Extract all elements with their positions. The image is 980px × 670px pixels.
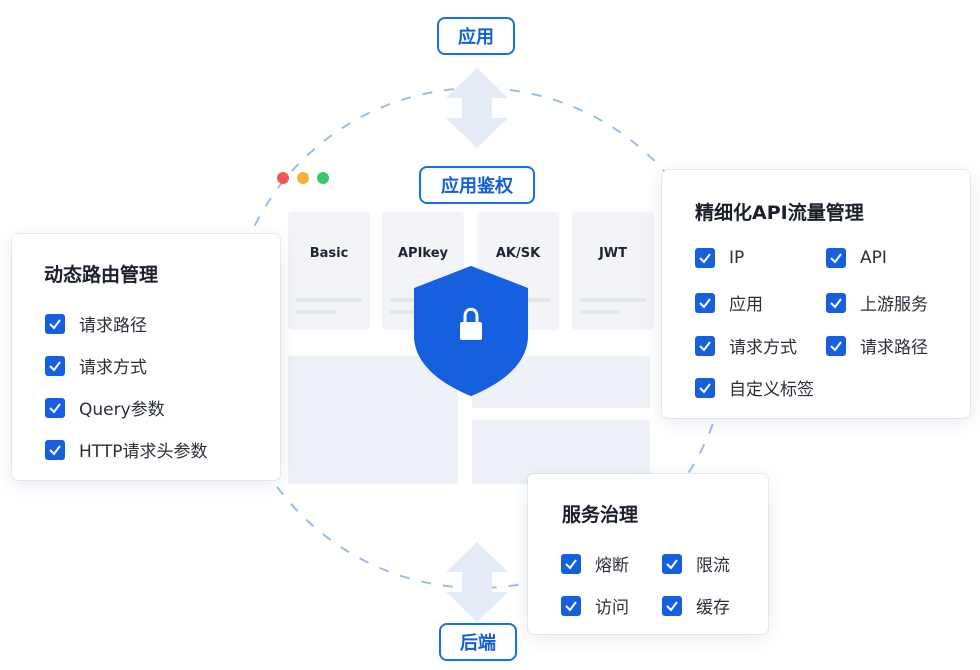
checkbox-item[interactable]: 上游服务 (826, 290, 928, 315)
checkbox-item[interactable]: 访问 (561, 593, 629, 618)
auth-card-label: Basic (309, 246, 349, 261)
checkbox-label: Query参数 (79, 400, 165, 420)
checkbox-item[interactable]: 请求方式 (45, 353, 147, 378)
api-traffic-panel: 精细化API流量管理 IP API 应用 上游服务 请求方式 请求路径 自定义标… (662, 170, 970, 418)
checkbox-item[interactable]: IP (695, 248, 744, 268)
checkbox-item[interactable]: 请求方式 (695, 333, 797, 358)
auth-card-apikey: APIkey (382, 212, 464, 330)
checkbox-item[interactable]: 熔断 (561, 551, 629, 576)
checkbox-label: 熔断 (595, 556, 629, 576)
panel-title: 动态路由管理 (44, 264, 159, 286)
checkbox-label: 请求路径 (79, 316, 147, 336)
service-governance-panel: 服务治理 熔断 限流 访问 缓存 (528, 474, 768, 634)
auth-card-label: JWT (598, 246, 628, 261)
bg-block-right-bottom (472, 420, 650, 484)
checkbox-label: HTTP请求头参数 (79, 442, 208, 462)
checkbox-label: API (860, 248, 887, 268)
window-dot-red (277, 172, 289, 184)
checkbox-label: 自定义标签 (729, 380, 814, 400)
checkbox-checked-icon[interactable] (45, 397, 65, 418)
checkbox-checked-icon[interactable] (695, 377, 715, 398)
checkbox-label: 访问 (595, 598, 629, 618)
checkbox-label: 请求方式 (79, 358, 147, 378)
checkbox-item[interactable]: 限流 (662, 551, 730, 576)
checkbox-label: 缓存 (696, 598, 730, 618)
bottom-double-arrow (446, 542, 508, 622)
checkbox-checked-icon[interactable] (695, 335, 715, 356)
checkbox-item[interactable]: 自定义标签 (695, 375, 814, 400)
checkbox-label: 限流 (696, 556, 730, 576)
checkbox-checked-icon[interactable] (826, 335, 846, 356)
checkbox-checked-icon[interactable] (45, 355, 65, 376)
panel-title: 精细化API流量管理 (695, 202, 864, 224)
checkbox-checked-icon[interactable] (561, 595, 581, 616)
checkbox-item[interactable]: 缓存 (662, 593, 730, 618)
checkbox-checked-icon[interactable] (662, 553, 682, 574)
checkbox-item[interactable]: API (826, 248, 887, 268)
checkbox-checked-icon[interactable] (695, 292, 715, 313)
checkbox-item[interactable]: Query参数 (45, 395, 165, 420)
window-dot-yellow (297, 172, 309, 184)
auth-card-label: AK/SK (495, 246, 541, 261)
checkbox-checked-icon[interactable] (695, 248, 715, 268)
checkbox-label: IP (729, 248, 745, 268)
checkbox-item[interactable]: HTTP请求头参数 (45, 437, 208, 462)
checkbox-item[interactable]: 请求路径 (45, 311, 147, 336)
checkbox-checked-icon[interactable] (826, 292, 846, 313)
checkbox-checked-icon[interactable] (826, 248, 846, 268)
auth-card-basic: Basic (288, 212, 370, 330)
checkbox-label: 请求方式 (729, 338, 797, 358)
auth-card-aksk: AK/SK (477, 212, 559, 330)
checkbox-checked-icon[interactable] (45, 313, 65, 334)
top-double-arrow (446, 68, 508, 148)
auth-card-jwt: JWT (572, 212, 654, 330)
checkbox-checked-icon[interactable] (561, 553, 581, 574)
auth-card-label: APIkey (397, 246, 448, 261)
checkbox-label: 请求路径 (860, 338, 928, 358)
checkbox-checked-icon[interactable] (662, 595, 682, 616)
bg-block-left (288, 356, 458, 484)
center-tag-app-auth: 应用鉴权 (419, 166, 535, 204)
checkbox-item[interactable]: 请求路径 (826, 333, 928, 358)
panel-title: 服务治理 (562, 504, 639, 526)
dynamic-routing-panel: 动态路由管理 请求路径 请求方式 Query参数 HTTP请求头参数 (12, 234, 280, 480)
checkbox-label: 上游服务 (860, 295, 928, 315)
checkbox-label: 应用 (729, 295, 763, 315)
checkbox-checked-icon[interactable] (45, 439, 65, 460)
top-tag-app: 应用 (437, 17, 515, 55)
window-dot-green (317, 172, 329, 184)
bottom-tag-backend: 后端 (439, 623, 517, 661)
checkbox-item[interactable]: 应用 (695, 290, 763, 315)
